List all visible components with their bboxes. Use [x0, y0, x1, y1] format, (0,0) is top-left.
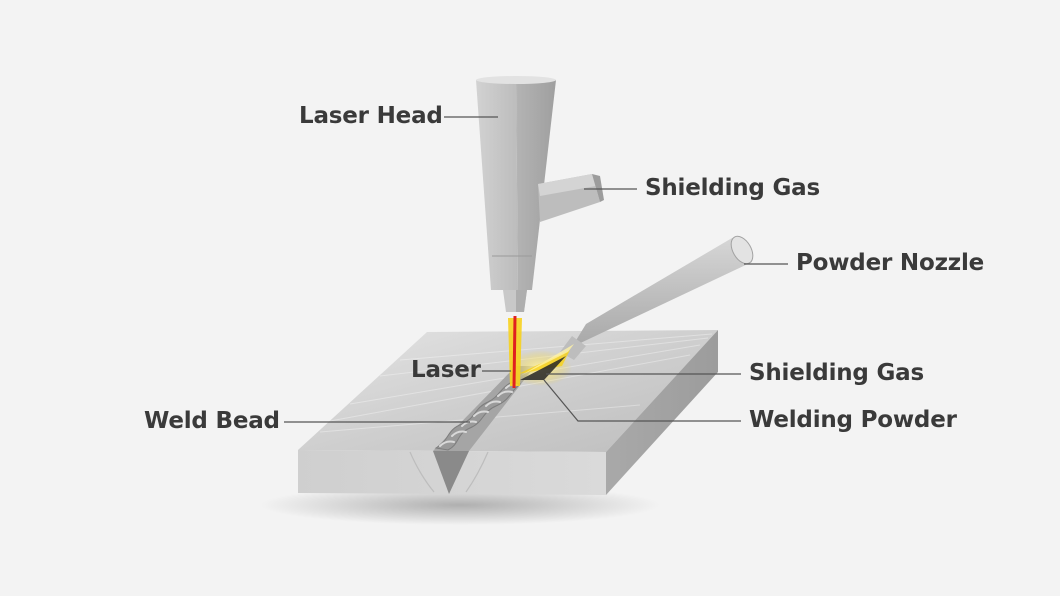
- welding-powder-stream: [520, 356, 566, 380]
- laser-head-left-face: [476, 78, 518, 290]
- label-shielding-gas-bottom: Shielding Gas: [749, 360, 924, 386]
- powder-nozzle-body: [572, 238, 752, 347]
- weld-groove-section: [433, 451, 469, 494]
- label-powder-nozzle: Powder Nozzle: [796, 250, 985, 276]
- laser-head-right-face: [516, 78, 556, 290]
- label-shielding-gas-top: Shielding Gas: [645, 175, 820, 201]
- plate-shadow: [260, 485, 660, 525]
- label-weld-bead: Weld Bead: [144, 408, 280, 434]
- label-laser-head: Laser Head: [299, 103, 443, 129]
- plate-side-face: [606, 330, 718, 495]
- laser-beam: [512, 315, 517, 389]
- leader-lines: [284, 116, 788, 423]
- label-laser: Laser: [411, 357, 481, 383]
- leader-welding-powder: [543, 379, 741, 422]
- label-welding-powder: Welding Powder: [749, 407, 957, 433]
